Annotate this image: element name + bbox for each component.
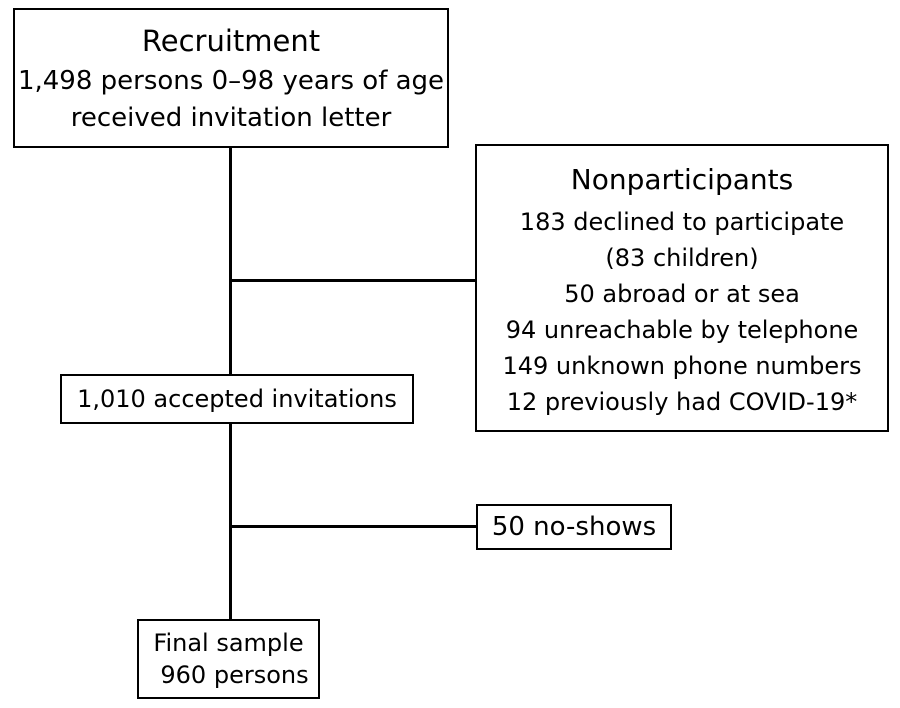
recruitment-line-1: 1,498 persons 0–98 years of age — [17, 66, 445, 96]
nonparticipants-box: Nonparticipants 183 declined to particip… — [475, 144, 889, 432]
no-shows-label: 50 no-shows — [491, 512, 657, 542]
recruitment-title: Recruitment — [141, 24, 321, 58]
recruitment-box: Recruitment 1,498 persons 0–98 years of … — [13, 8, 449, 148]
connector-recruitment-to-accepted — [229, 148, 232, 374]
accepted-invitations-label: 1,010 accepted invitations — [77, 385, 397, 413]
nonparticipants-title: Nonparticipants — [570, 163, 794, 196]
nonparticipants-line-3: 50 abroad or at sea — [564, 280, 800, 308]
nonparticipants-line-2: (83 children) — [605, 244, 759, 272]
final-sample-line-2: 960 persons — [160, 661, 309, 689]
nonparticipants-line-1: 183 declined to participate — [519, 208, 845, 236]
no-shows-box: 50 no-shows — [476, 504, 672, 550]
connector-accepted-to-final — [229, 424, 232, 619]
connector-to-nonparticipants — [231, 279, 476, 282]
final-sample-box: Final sample 960 persons — [137, 619, 320, 699]
nonparticipants-line-4: 94 unreachable by telephone — [505, 316, 859, 344]
final-sample-line-1: Final sample — [153, 629, 304, 657]
nonparticipants-line-6: 12 previously had COVID-19* — [506, 388, 858, 416]
accepted-invitations-box: 1,010 accepted invitations — [60, 374, 414, 424]
recruitment-line-2: received invitation letter — [70, 103, 392, 133]
connector-to-no-shows — [231, 525, 477, 528]
nonparticipants-line-5: 149 unknown phone numbers — [502, 352, 862, 380]
